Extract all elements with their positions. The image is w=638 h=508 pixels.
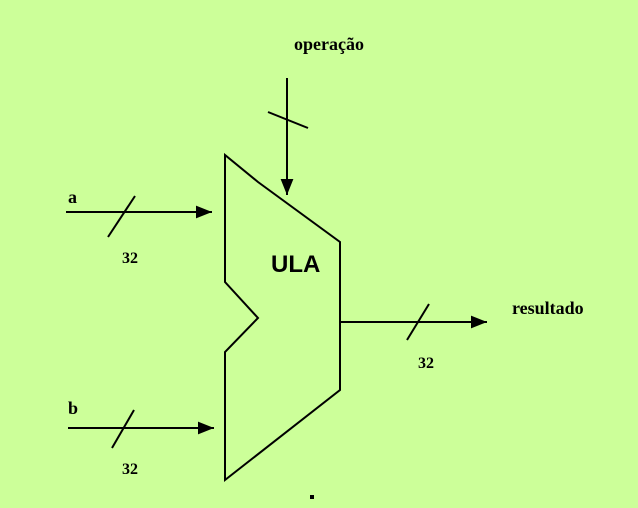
stray-dot xyxy=(310,495,314,499)
input-b-label: b xyxy=(68,398,78,418)
input-a-label: a xyxy=(68,187,77,207)
alu-block xyxy=(224,152,341,483)
alu-label: ULA xyxy=(271,251,320,278)
input-a-width: 32 xyxy=(122,250,138,267)
output-bus-slash xyxy=(406,303,430,341)
input-b-bus-slash xyxy=(111,409,135,449)
operation-label: operação xyxy=(294,34,364,54)
output-label: resultado xyxy=(512,298,584,318)
operation-bus-slash xyxy=(267,111,309,129)
input-b-width: 32 xyxy=(122,461,138,478)
output-width: 32 xyxy=(418,355,434,372)
input-a-bus-slash xyxy=(107,195,136,238)
